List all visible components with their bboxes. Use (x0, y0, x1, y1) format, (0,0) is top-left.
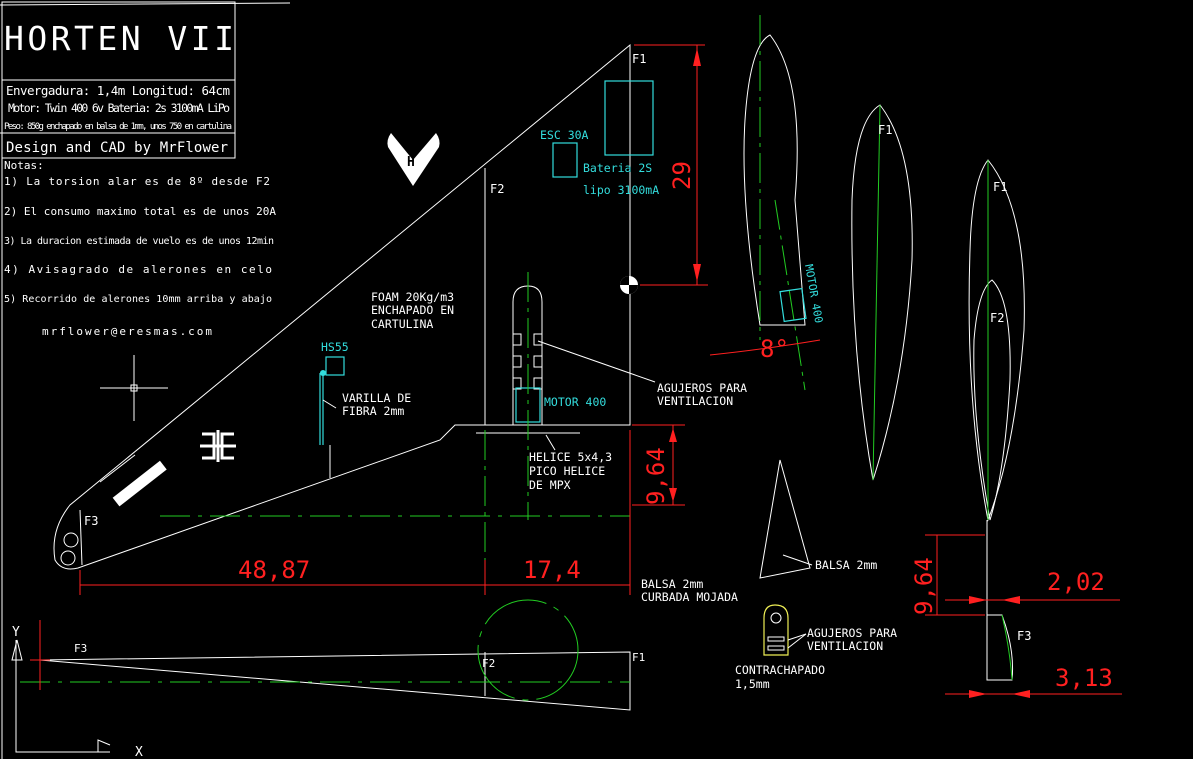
dim-17-4: 17,4 (523, 556, 581, 584)
rib-profiles: 8° MOTOR 400 F1 F1 F2 BALSA 2mm BALSA 2m… (641, 15, 1122, 698)
vent-b-label-1: AGUJEROS PARA (807, 626, 897, 640)
axis-x-label: X (135, 745, 143, 759)
rod-label-1: VARILLA DE (342, 391, 411, 405)
vent-label-1: AGUJEROS PARA (657, 381, 747, 395)
title-block: HORTEN VII Envergadura: 1,4m Longitud: 6… (0, 1, 291, 759)
dim-9-64-wing: 9,64 (642, 447, 670, 505)
axis-y-label: Y (12, 625, 20, 640)
note-5: 5) Recorrido de alerones 10mm arriba y a… (4, 294, 272, 305)
dim-angle: 8° (760, 335, 789, 363)
ply-label-2: 1,5mm (735, 677, 770, 691)
balsa-label: BALSA 2mm (815, 558, 877, 572)
crosshair-cursor-icon (100, 355, 168, 421)
prop-label-3: DE MPX (529, 478, 571, 492)
h-badge-icon: H (387, 133, 440, 186)
spec-line-1: Envergadura: 1,4m Longitud: 64cm (6, 83, 230, 98)
spec-line-3: Peso: 850g enchapado en balsa de 1mm, un… (4, 122, 232, 132)
label-f3: F3 (84, 514, 98, 528)
note-1: 1) La torsion alar es de 8º desde F2 (4, 175, 270, 188)
foam-label-2: ENCHAPADO EN (371, 303, 454, 317)
prop-label-1: HELICE 5x4,3 (529, 450, 612, 464)
notes-heading: Notas: (4, 159, 44, 172)
vent-label-2: VENTILACION (657, 394, 733, 408)
battery-outline (604, 80, 654, 156)
esc-outline (552, 142, 578, 178)
balsa-curved-label-2: CURBADA MOJADA (641, 590, 738, 604)
dim-29: 29 (668, 161, 696, 190)
battery-label-1: Bateria 2S (583, 161, 652, 175)
dim-3-13: 3,13 (1055, 664, 1113, 692)
ucs-axis-icon (11, 639, 111, 753)
ply-label-1: CONTRACHAPADO (735, 663, 825, 677)
side-label-f1: F1 (632, 651, 645, 664)
motor-label: MOTOR 400 (544, 395, 606, 409)
side-label-f3: F3 (74, 642, 87, 655)
note-3: 3) La duracion estimada de vuelo es de u… (4, 236, 274, 247)
cross-insignia-icon (200, 430, 236, 462)
wing-planform: F3 F1 F2 H ESC 30A Bateria 2S lipo 3100m… (53, 43, 747, 590)
svg-text:H: H (407, 155, 415, 170)
dim-2-02: 2,02 (1047, 568, 1105, 596)
rod-label-2: FIBRA 2mm (342, 404, 404, 418)
balsa-curved-label-1: BALSA 2mm (641, 577, 703, 591)
esc-label: ESC 30A (540, 128, 589, 142)
servo-label: HS55 (321, 340, 349, 354)
credit: Design and CAD by MrFlower (6, 140, 228, 156)
notes: Notas: 1) La torsion alar es de 8º desde… (4, 159, 276, 338)
foam-label-1: FOAM 20Kg/m3 (371, 290, 454, 304)
drawing-title: HORTEN VII (4, 19, 234, 58)
center-of-gravity-icon (620, 276, 638, 294)
dimensions: 48,87 17,4 29 9,64 (79, 44, 708, 595)
foam-label-3: CARTULINA (371, 317, 433, 331)
vent-b-label-2: VENTILACION (807, 639, 883, 653)
label-f2: F2 (490, 182, 504, 196)
prop-label-2: PICO HELICE (529, 464, 605, 478)
side-view: F3 F2 F1 Y X (11, 599, 645, 759)
email: mrflower@eresmas.com (42, 325, 212, 338)
spec-line-2: Motor: Twin 400 6v Bateria: 2s 3100mA Li… (8, 101, 230, 115)
profile-label-f3: F3 (1017, 629, 1031, 643)
battery-label-2: lipo 3100mA (583, 183, 659, 197)
side-label-f2: F2 (482, 657, 495, 670)
aileron-marker (112, 460, 167, 507)
profile-label-f2: F2 (990, 311, 1004, 325)
dim-48-87: 48,87 (238, 556, 310, 584)
profile-label-f1: F1 (878, 123, 892, 137)
profile-label-f1b: F1 (993, 180, 1007, 194)
note-4: 4) Avisagrado de alerones en celo (4, 263, 272, 276)
note-2: 2) El consumo maximo total es de unos 20… (4, 205, 276, 218)
dim-9-64-profile: 9,64 (910, 557, 938, 615)
label-f1: F1 (632, 52, 646, 66)
